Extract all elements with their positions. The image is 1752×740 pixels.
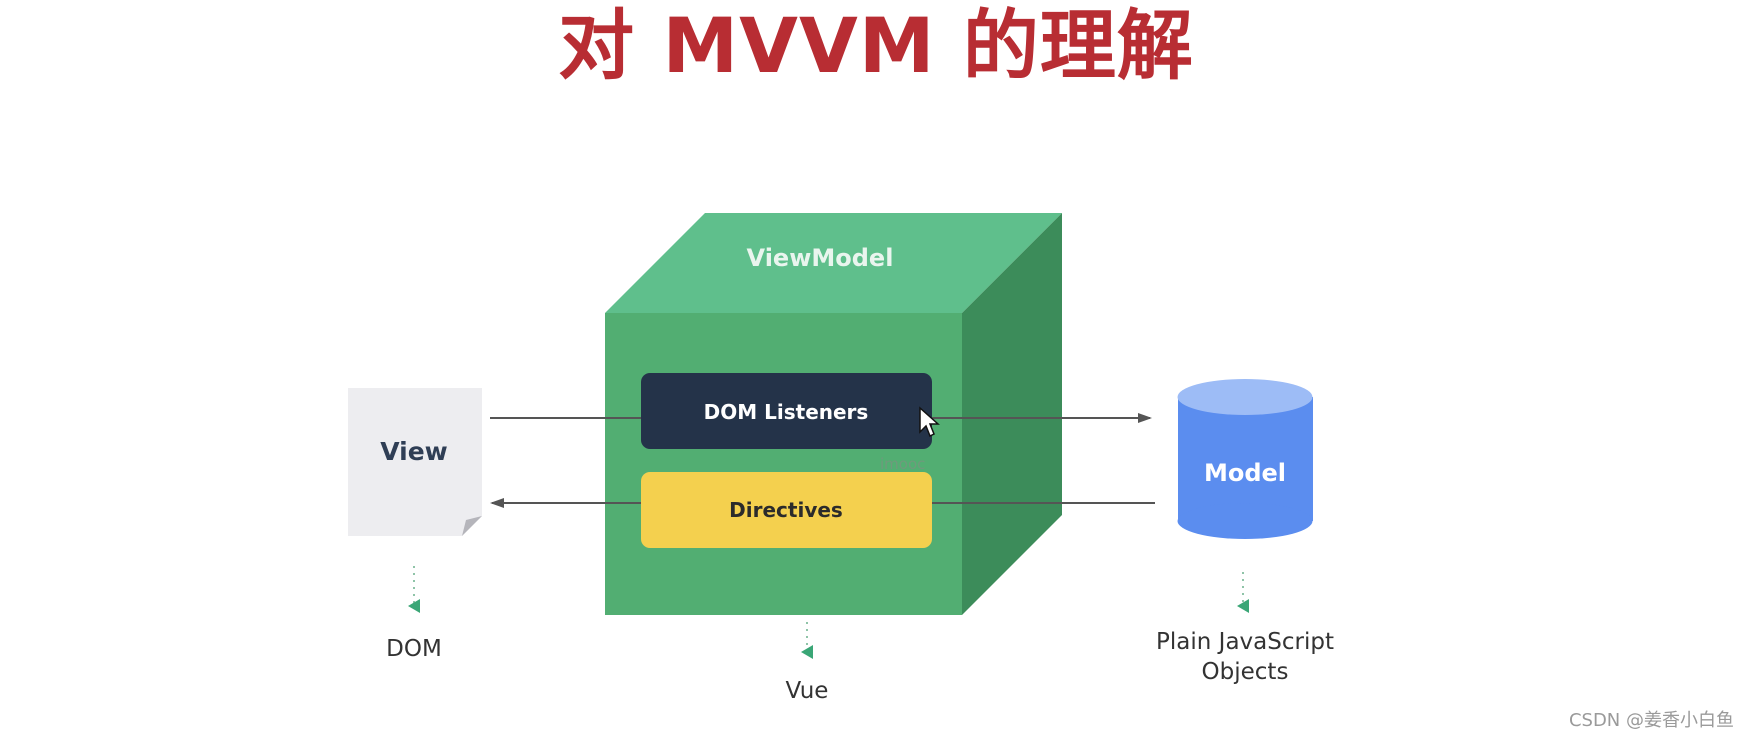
viewmodel-label: ViewModel	[747, 244, 894, 272]
page-title: 对 MVVM 的理解	[558, 1, 1194, 90]
model-caption-line1: Plain JavaScript	[1156, 629, 1334, 655]
dom-listeners-label: DOM Listeners	[704, 400, 869, 424]
mouse-cursor-icon	[919, 406, 940, 438]
model-label: Model	[1204, 459, 1286, 487]
cube-side-face	[962, 213, 1062, 615]
imooc-watermark: imooc	[880, 455, 925, 473]
viewmodel-caption: Vue	[786, 678, 829, 704]
model-caption-line2: Objects	[1202, 659, 1289, 685]
csdn-watermark: CSDN @姜香小白鱼	[1568, 710, 1734, 731]
model-database-icon	[1177, 379, 1313, 539]
cube-top-face	[605, 213, 1062, 313]
directives-label: Directives	[729, 498, 843, 522]
directives-box	[641, 472, 932, 548]
view-caption: DOM	[386, 636, 442, 662]
view-label: View	[380, 437, 448, 466]
view-document-icon	[348, 388, 482, 536]
cube-front-face	[605, 313, 962, 615]
dom-listeners-box	[641, 373, 932, 449]
viewmodel-cube	[605, 213, 1062, 615]
